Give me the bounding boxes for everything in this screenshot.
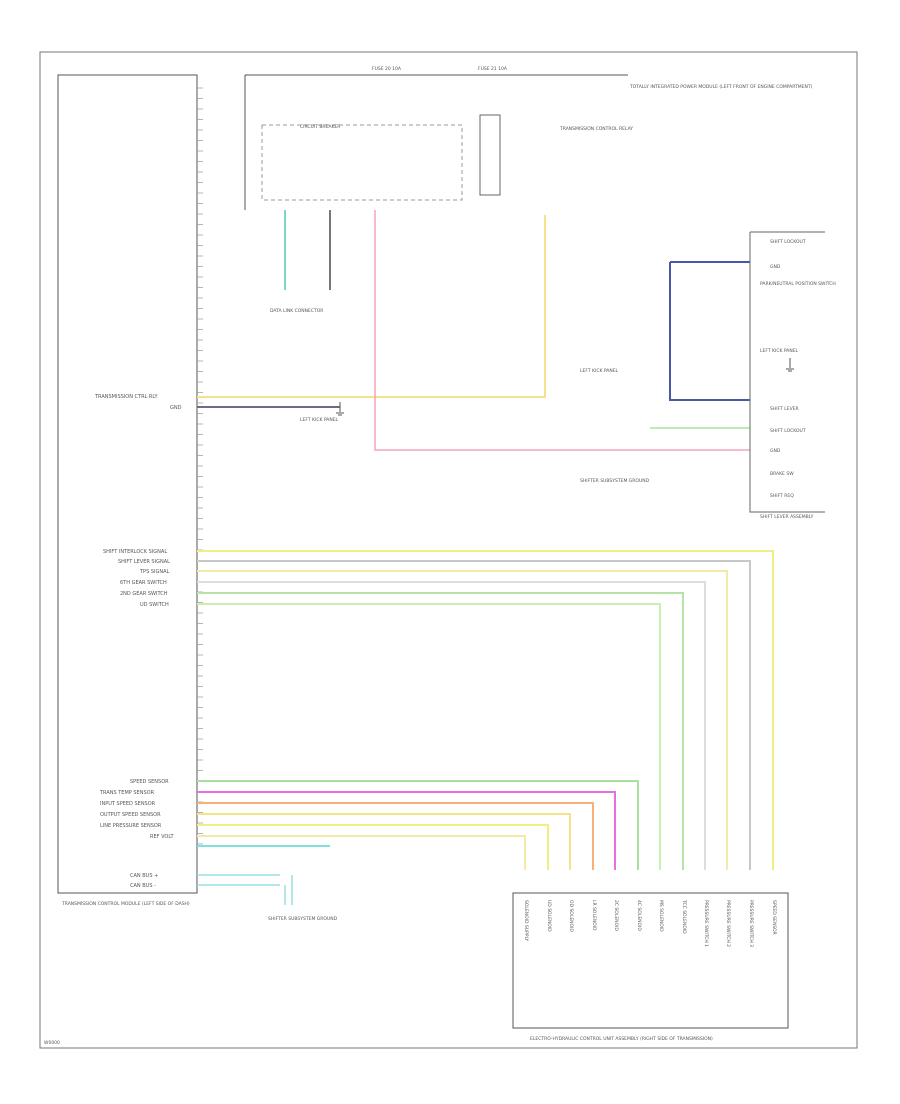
- solenoid-pin-label: SOLENOID SUPPLY: [523, 900, 529, 941]
- shift-lever-title: SHIFT LEVER ASSEMBLY: [760, 514, 814, 520]
- ground-symbol: [336, 402, 344, 416]
- ground-bottom-label: SHIFTER SUBSYSTEM GROUND: [268, 916, 338, 922]
- right-label-7: SHIFT REQ: [770, 493, 794, 499]
- wire-mid-2: [197, 560, 751, 870]
- wire-low-6: [197, 835, 526, 870]
- right-label-2: GND: [770, 264, 781, 270]
- solenoid-pin-label: TCC SOLENOID: [681, 899, 687, 934]
- solenoid-pin-label: MS SOLENOID: [658, 900, 664, 932]
- solenoid-pin-label: PRESSURE SWITCH 3: [748, 900, 754, 947]
- right-label-5: GND: [770, 448, 781, 454]
- relay-box: [479, 114, 501, 196]
- wire-mid-4: [197, 581, 706, 870]
- wire-mid-3: [197, 570, 728, 870]
- solenoid-title: ELECTRO-HYDRAULIC CONTROL UNIT ASSEMBLY …: [530, 1036, 713, 1042]
- wire-low-4: [197, 813, 571, 870]
- right-label-4: SHIFT LOCKOUT: [770, 428, 806, 434]
- wire-low-3: [197, 802, 594, 870]
- solenoid-pin-label: OD SOLENOID: [568, 900, 574, 932]
- label-can-plus: CAN BUS +: [130, 873, 158, 879]
- junction-title: TOTALLY INTEGRATED POWER MODULE (LEFT FR…: [629, 84, 813, 90]
- ground-label-2: LEFT KICK PANEL: [760, 348, 799, 354]
- solenoid-pins: SOLENOID SUPPLY UD SOLENOID OD SOLENOID LR …: [523, 899, 777, 947]
- tcm-connector-pins: [197, 87, 203, 845]
- ground-label-1: LEFT KICK PANEL: [300, 417, 339, 423]
- label-mid-6: UD SWITCH: [140, 602, 169, 608]
- ground-symbols: [336, 358, 794, 416]
- ground-symbol: [786, 358, 794, 372]
- junction-box-outline: [244, 74, 628, 210]
- fuse-label-1: FUSE 20 10A: [372, 66, 402, 72]
- label-low-2: TRANS TEMP SENSOR: [99, 790, 155, 796]
- shift-lever-outline: [749, 231, 825, 513]
- solenoid-pin-label: UD SOLENOID: [546, 900, 552, 932]
- label-low-5: LINE PRESSURE SENSOR: [100, 823, 162, 829]
- wires: [197, 210, 774, 905]
- right-label-6: BRAKE SW: [770, 471, 794, 477]
- label-gnd: GND: [170, 405, 182, 411]
- label-low-1: SPEED SENSOR: [130, 779, 169, 785]
- label-mid-1: SHIFT INTERLOCK SIGNAL: [103, 549, 167, 555]
- circuit-breaker-box: [261, 124, 463, 201]
- page-id: W0000: [44, 1040, 60, 1046]
- label-low-6: REF VOLT: [150, 834, 174, 840]
- wire-low-1: [197, 780, 639, 870]
- solenoid-pin-label: SPEED SENSOR: [771, 900, 777, 935]
- page-frame: [39, 51, 858, 1049]
- ground-block-label: SHIFTER SUBSYSTEM GROUND: [580, 478, 650, 484]
- solenoid-pin-label: PRESSURE SWITCH 1: [703, 900, 709, 947]
- ground-label-3: LEFT KICK PANEL: [580, 368, 619, 374]
- label-low-3: INPUT SPEED SENSOR: [100, 801, 156, 807]
- wire-mid-5: [197, 592, 684, 870]
- wire-blue: [669, 262, 750, 401]
- sensor-title: PARK/NEUTRAL POSITION SWITCH: [760, 281, 836, 287]
- solenoid-pin-label: 4C SOLENOID: [636, 900, 642, 931]
- wire-mid-6: [197, 603, 661, 870]
- label-mid-2: SHIFT LEVER SIGNAL: [118, 559, 170, 565]
- label-tcr: TRANSMISSION CTRL RLY: [94, 394, 159, 400]
- fuse-label-2: FUSE 21 10A: [478, 66, 508, 72]
- right-label-1: SHIFT LOCKOUT: [770, 239, 806, 245]
- right-label-3: SHIFT LEVER: [770, 406, 799, 412]
- label-can-minus: CAN BUS -: [130, 883, 156, 889]
- solenoid-box: [512, 892, 789, 1029]
- wire-can: [197, 874, 293, 905]
- wire-yellow-tcr: [197, 215, 546, 398]
- data-link-label: DATA LINK CONNECTOR: [270, 308, 323, 314]
- solenoid-pin-label: PRESSURE SWITCH 2: [725, 900, 731, 947]
- wire-low-5: [197, 824, 549, 870]
- solenoid-pin-label: 2C SOLENOID: [613, 900, 619, 931]
- solenoid-pin-label: LR SOLENOID: [591, 900, 597, 931]
- wire-low-2: [197, 791, 616, 870]
- label-mid-5: 2ND GEAR SWITCH: [120, 591, 168, 597]
- wire-mid-1: [197, 550, 774, 870]
- module-title: TRANSMISSION CONTROL MODULE (LEFT SIDE O…: [61, 901, 190, 907]
- label-low-4: OUTPUT SPEED SENSOR: [100, 812, 161, 818]
- label-mid-4: 6TH GEAR SWITCH: [120, 580, 167, 586]
- wire-pink: [374, 210, 750, 451]
- relay-label: TRANSMISSION CONTROL RELAY: [559, 126, 633, 132]
- tcm-outline: [57, 74, 198, 894]
- circuit-breaker-label: CIRCUIT BREAKER: [300, 124, 340, 130]
- label-mid-3: TPS SIGNAL: [139, 569, 170, 575]
